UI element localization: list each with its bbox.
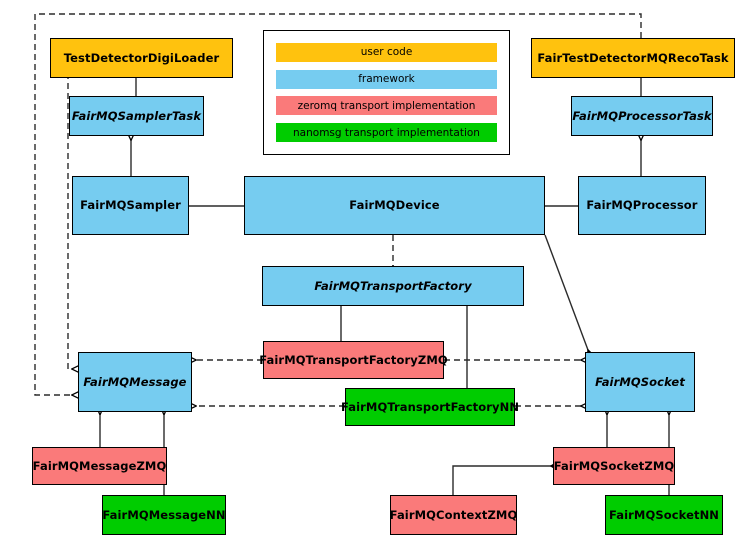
class-label: FairMQSampler	[80, 198, 181, 213]
class-node-fairmqmessagezmq[interactable]: FairMQMessageZMQ	[32, 447, 167, 485]
legend: user code framework zeromq transport imp…	[263, 30, 510, 155]
class-label: TestDetectorDigiLoader	[63, 50, 220, 65]
class-label: FairMQSamplerTask	[71, 108, 202, 123]
legend-item-framework: framework	[276, 69, 497, 89]
legend-item-user-code: user code	[276, 42, 497, 62]
class-node-fairmqtransportfactorynn[interactable]: FairMQTransportFactoryNN	[341, 388, 519, 426]
class-node-fairmqsampler[interactable]: FairMQSampler	[72, 176, 189, 235]
class-label: FairMQProcessorTask	[572, 108, 712, 123]
class-label: FairMQMessageNN	[102, 507, 226, 522]
class-label: FairMQSocketNN	[608, 507, 720, 522]
class-label: FairMQSocketZMQ	[553, 458, 675, 473]
class-node-fairmqdevice[interactable]: FairMQDevice	[244, 176, 545, 235]
class-node-fairmqtransportfactoryzmq[interactable]: FairMQTransportFactoryZMQ	[259, 341, 448, 379]
class-node-fairmqprocessor[interactable]: FairMQProcessor	[578, 176, 706, 235]
legend-label-nanomsg: nanomsg transport implementation	[293, 126, 480, 139]
class-label: FairMQMessageZMQ	[32, 458, 167, 473]
legend-label-user-code: user code	[360, 46, 413, 59]
class-label: FairMQMessage	[83, 374, 187, 389]
class-node-fairmqsocket[interactable]: FairMQSocket	[585, 352, 695, 412]
class-label: FairMQTransportFactoryZMQ	[259, 352, 448, 367]
class-node-fairtestdetectormqrecotask[interactable]: FairTestDetectorMQRecoTask	[531, 38, 735, 78]
class-label: FairMQTransportFactory	[314, 278, 472, 293]
legend-item-zeromq: zeromq transport implementation	[276, 96, 497, 116]
class-label: FairTestDetectorMQRecoTask	[537, 50, 729, 65]
legend-label-zeromq: zeromq transport implementation	[297, 99, 476, 112]
class-node-fairmqprocessortask[interactable]: FairMQProcessorTask	[571, 96, 713, 136]
class-label: FairMQProcessor	[586, 198, 698, 213]
class-node-fairmqtransportfactory[interactable]: FairMQTransportFactory	[262, 266, 524, 306]
legend-label-framework: framework	[358, 73, 415, 86]
class-node-fairmqmessagenn[interactable]: FairMQMessageNN	[102, 495, 226, 535]
class-label: FairMQSocket	[595, 374, 685, 389]
class-label: FairMQDevice	[349, 198, 440, 213]
class-label: FairMQTransportFactoryNN	[340, 399, 520, 414]
class-node-fairmqcontextzmq[interactable]: FairMQContextZMQ	[390, 495, 517, 535]
class-node-testdetectordigiloader[interactable]: TestDetectorDigiLoader	[50, 38, 233, 78]
class-node-fairmqsamplertask[interactable]: FairMQSamplerTask	[69, 96, 204, 136]
class-node-fairmqsocketnn[interactable]: FairMQSocketNN	[605, 495, 723, 535]
class-node-fairmqmessage[interactable]: FairMQMessage	[78, 352, 192, 412]
class-label: FairMQContextZMQ	[389, 507, 518, 522]
class-node-fairmqsocketzmq[interactable]: FairMQSocketZMQ	[553, 447, 675, 485]
legend-item-nanomsg: nanomsg transport implementation	[276, 123, 497, 143]
